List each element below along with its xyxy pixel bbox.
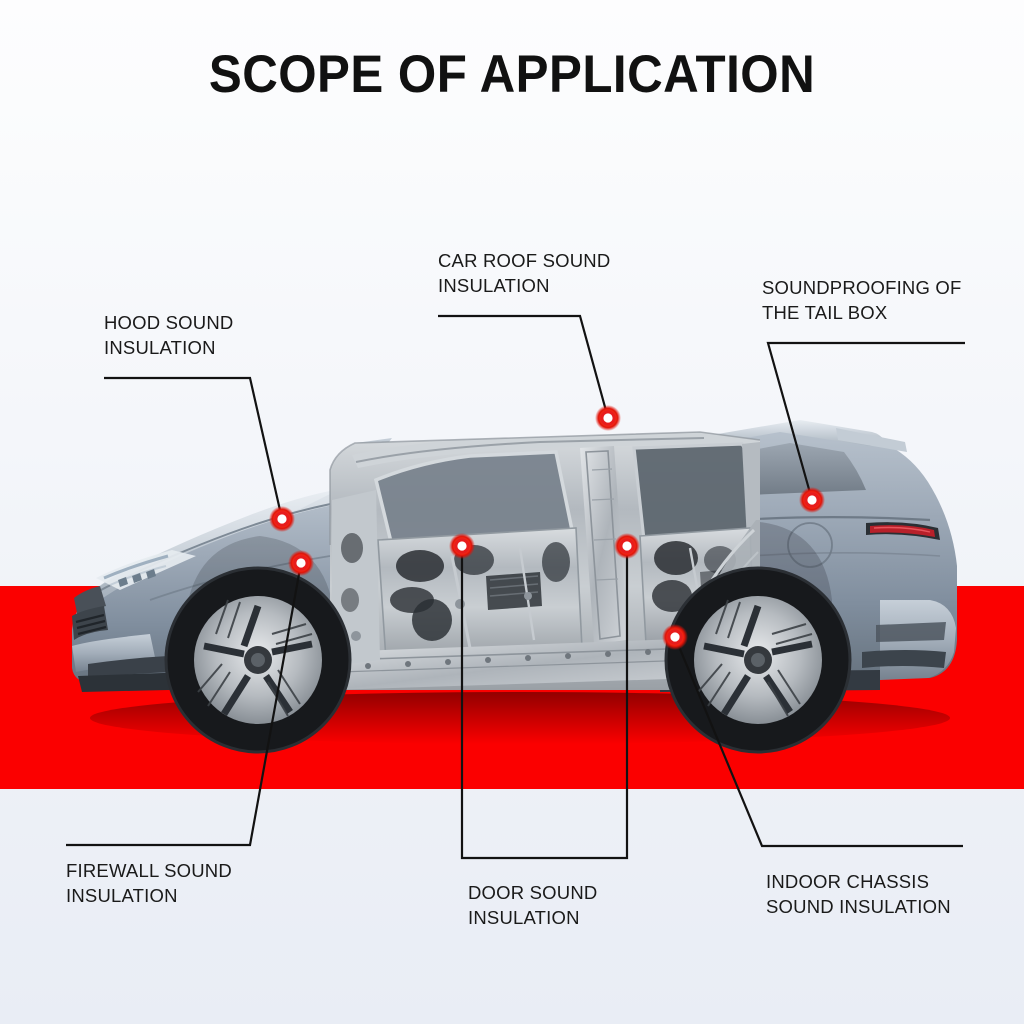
- front-wheel: [164, 566, 352, 754]
- callout-leader-lines: [66, 314, 965, 860]
- callout-label-car-roof-sound-insulation: CAR ROOF SOUND INSULATION: [438, 250, 611, 296]
- hotspot-marker-hood-sound-insulation[interactable]: [274, 511, 290, 527]
- hotspot-marker-car-roof-sound-insulation[interactable]: [600, 410, 616, 426]
- callout-label-door-sound-insulation: DOOR SOUND INSULATION: [468, 882, 598, 928]
- hotspot-marker-firewall-sound-insulation[interactable]: [293, 555, 309, 571]
- callout-label-indoor-chassis-sound-insulation: INDOOR CHASSIS SOUND INSULATION: [766, 871, 951, 917]
- leader-line-door-sound-insulation: [460, 546, 556, 860]
- page-title: SCOPE OF APPLICATION: [208, 45, 816, 104]
- leader-line-rear-door-sound-insulation: [556, 546, 629, 860]
- callout-markers: [269, 405, 825, 650]
- hotspot-marker-soundproofing-of-the-tail-box[interactable]: [804, 492, 820, 508]
- leader-line-indoor-chassis-sound-insulation: [673, 636, 963, 848]
- hotspot-marker-indoor-chassis-sound-insulation[interactable]: [667, 629, 683, 645]
- hotspot-marker-door-sound-insulation[interactable]: [454, 538, 470, 554]
- leader-line-hood-sound-insulation: [104, 376, 284, 520]
- leader-line-firewall-sound-insulation: [66, 562, 303, 847]
- callout-label-hood-sound-insulation: HOOD SOUND INSULATION: [104, 312, 234, 358]
- callout-label-soundproofing-of-the-tail-box: SOUNDPROOFING OF THE TAIL BOX: [762, 277, 962, 323]
- leader-line-car-roof-sound-insulation: [438, 314, 610, 419]
- callout-label-firewall-sound-insulation: FIREWALL SOUND INSULATION: [66, 860, 232, 906]
- leader-line-soundproofing-of-the-tail-box: [766, 341, 965, 501]
- rear-wheel: [664, 566, 852, 754]
- hotspot-marker-rear-door-sound-insulation[interactable]: [619, 538, 635, 554]
